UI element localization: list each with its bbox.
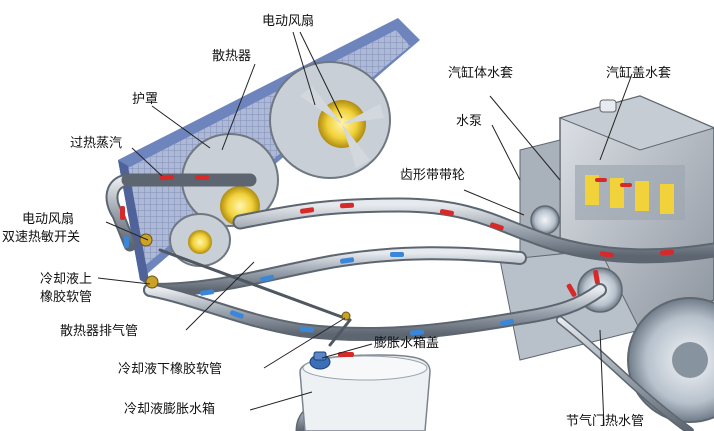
- label-upper-hose-line2: 橡胶软管: [40, 290, 93, 305]
- label-electric-fan: 电动风扇: [262, 14, 315, 29]
- label-fan-switch-line2: 双速热敏开关: [2, 230, 81, 245]
- label-radiator: 散热器: [212, 49, 252, 64]
- coolant-pipes: [105, 173, 714, 431]
- label-cylinder-block-jacket: 汽缸体水套: [448, 66, 514, 81]
- label-cylinder-head-jacket: 汽缸盖水套: [606, 66, 672, 81]
- label-toothed-pulley: 齿形带带轮: [400, 168, 466, 183]
- label-fan-switch-line1: 电动风扇: [22, 212, 75, 227]
- hot-flow-markers: [120, 174, 675, 297]
- label-upper-hose-line1: 冷却液上: [40, 272, 93, 287]
- leader-lines: [97, 31, 633, 427]
- label-overheat-steam: 过热蒸汽: [70, 136, 123, 151]
- label-throttle-hose: 节气门热水管: [566, 414, 645, 429]
- label-lower-hose: 冷却液下橡胶软管: [118, 362, 223, 377]
- label-tank-cap: 膨胀水箱盖: [374, 336, 440, 351]
- expansion-tank-illustration: [299, 351, 431, 431]
- label-shroud: 护罩: [132, 92, 159, 107]
- label-radiator-vent: 散热器排气管: [60, 324, 139, 339]
- component-fittings: [139, 233, 351, 321]
- label-expansion-tank: 冷却液膨胀水箱: [124, 402, 216, 417]
- cold-flow-markers: [124, 236, 515, 336]
- label-water-pump: 水泵: [456, 114, 483, 129]
- electric-fan-illustration: [169, 61, 391, 267]
